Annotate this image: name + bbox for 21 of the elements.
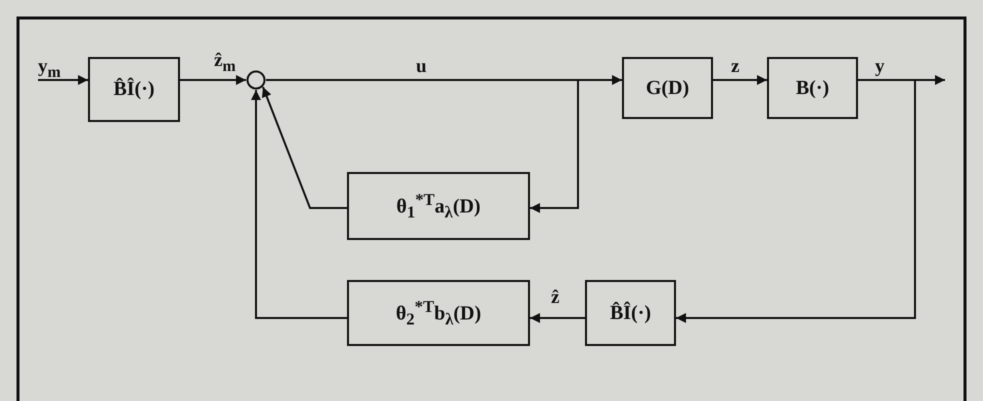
block-box: θ$_{1}$$^{*T}$a$_{λ}$(D) (347, 172, 530, 240)
signal-label: z (731, 56, 740, 78)
arrow (530, 313, 585, 323)
arrow (251, 90, 347, 319)
block-box: B(·) (767, 57, 858, 119)
block-box: B̂Î(·) (585, 280, 676, 346)
arrow (38, 75, 88, 85)
arrow (713, 75, 767, 85)
arrow (180, 75, 246, 85)
arrow (262, 86, 347, 209)
arrow (676, 79, 916, 323)
signal-label: ẑ (551, 287, 560, 309)
arrow (266, 79, 579, 213)
block-box: B̂Î(·) (88, 57, 180, 122)
block-box: θ$_{2}$$^{*T}$b$_{λ}$(D) (347, 280, 530, 346)
signal-label: ẑ$_{m}$ (214, 50, 236, 76)
signal-label: y$_{m}$ (38, 56, 61, 82)
block-box: G(D) (622, 57, 713, 119)
signal-label: y (875, 56, 884, 78)
summing-junction (246, 70, 266, 90)
signal-label: u (416, 56, 427, 78)
